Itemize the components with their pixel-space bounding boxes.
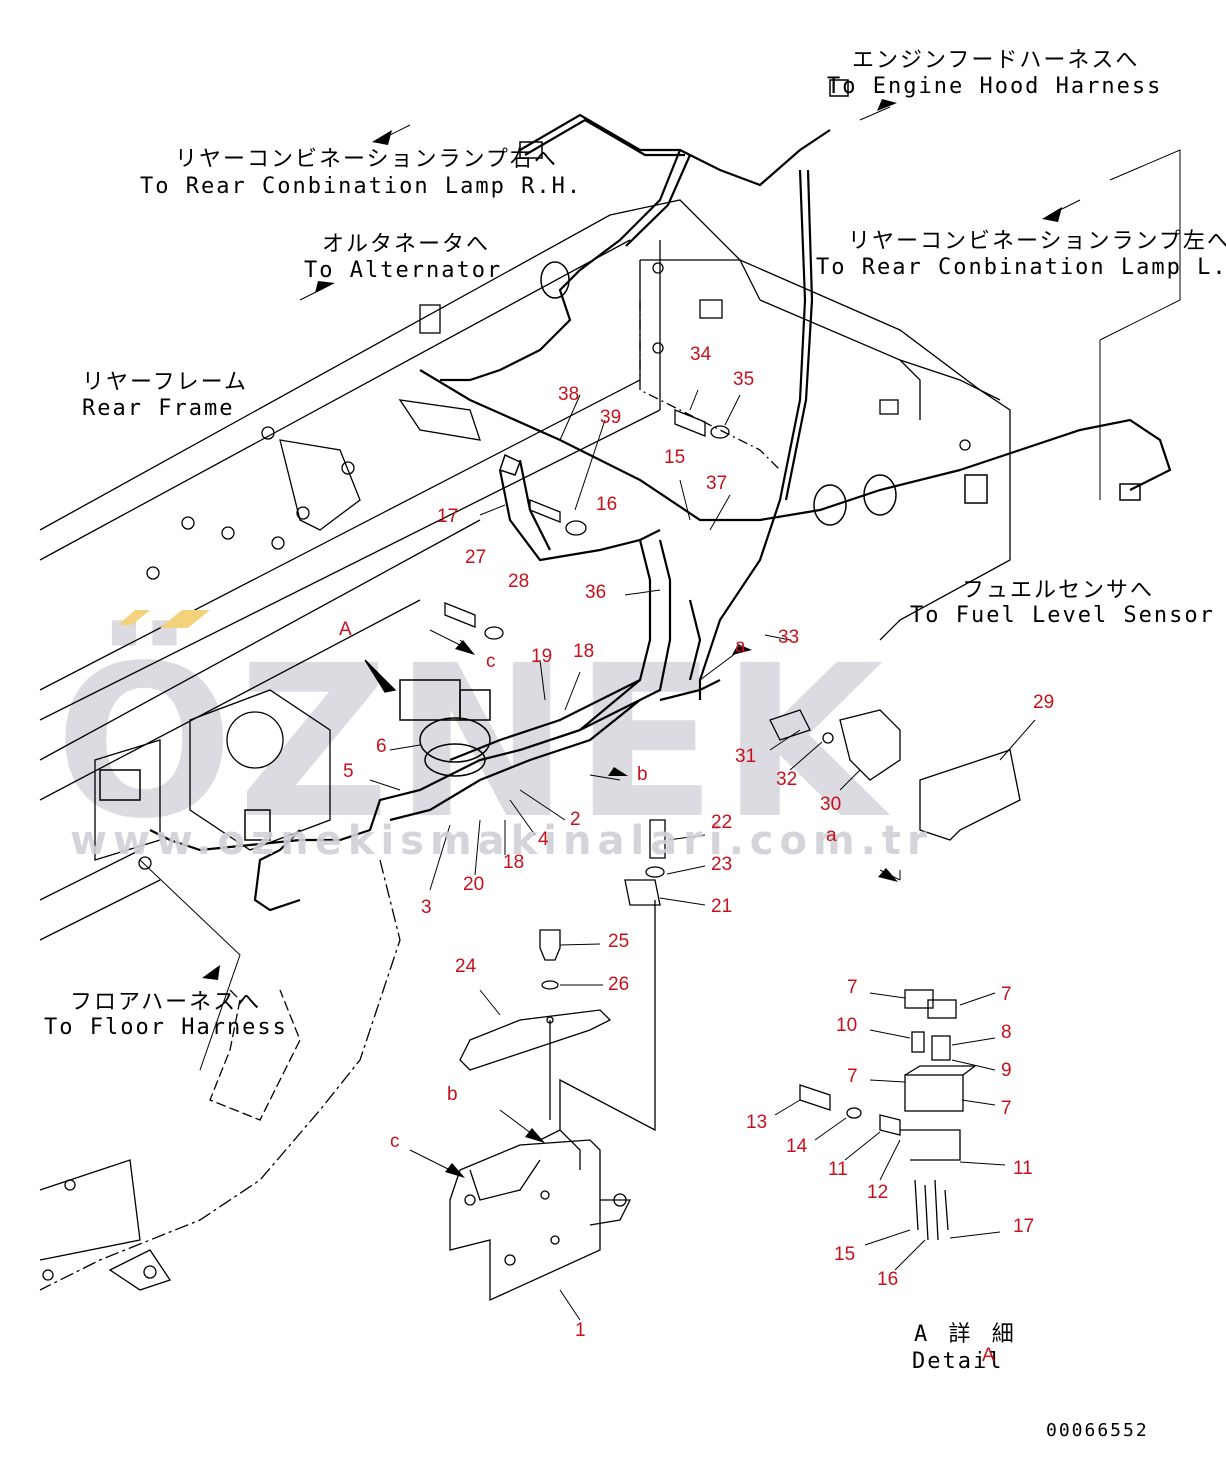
callout-number: 10 — [836, 1015, 858, 1036]
engine-block — [189, 689, 331, 851]
callout-number: 31 — [735, 746, 757, 767]
callout-number: 15 — [664, 447, 686, 468]
watermark-logo: ÖZNEK — [55, 620, 888, 865]
callout-number: 37 — [706, 473, 728, 494]
callout-number: 32 — [776, 769, 798, 790]
label-rear-lamp-rh-ja: リヤーコンビネーションランプ右へ — [175, 147, 558, 172]
drawing-code: 00066552 — [1046, 1420, 1149, 1441]
label-alternator-ja: オルタネータへ — [322, 232, 491, 257]
label-alternator-en: To Alternator — [304, 258, 503, 283]
callout-number: 33 — [778, 627, 800, 648]
label-detail-en: Detail — [912, 1349, 1004, 1374]
callout-number: 6 — [376, 736, 387, 757]
label-fuel-sensor-ja: フュエルセンサへ — [962, 578, 1155, 603]
callout-number: 27 — [465, 547, 487, 568]
callout-number: 14 — [786, 1136, 808, 1157]
harness-trunk — [519, 113, 831, 187]
view-letter: a — [826, 825, 837, 846]
callout-number: 11 — [828, 1159, 848, 1180]
callout-number: 7 — [1001, 984, 1012, 1005]
callout-number: 1 — [575, 1320, 586, 1341]
callout-number: 5 — [343, 761, 354, 782]
callout-number: 35 — [733, 369, 755, 390]
label-rear-lamp-lh-ja: リヤーコンビネーションランプ左へ — [848, 229, 1226, 254]
label-engine-hood-ja: エンジンフードハーネスへ — [852, 48, 1140, 73]
callout-number: 7 — [1001, 1098, 1012, 1119]
label-rear-frame-en: Rear Frame — [82, 396, 235, 421]
callout-number: 28 — [508, 571, 530, 592]
callout-number: 3 — [421, 897, 432, 918]
callout-number: 36 — [585, 582, 607, 603]
frame-beam-lower — [39, 379, 641, 691]
label-rear-frame-ja: リヤーフレーム — [82, 370, 249, 395]
view-letter: c — [486, 651, 496, 672]
rear-housing — [640, 259, 1011, 641]
view-letter: c — [390, 1131, 400, 1152]
callout-number: 30 — [820, 794, 842, 815]
callout-number: 13 — [746, 1112, 768, 1133]
callout-number: 34 — [690, 344, 712, 365]
watermark-url: www.oznekismakinalari.com.tr — [70, 818, 933, 864]
callout-number: 7 — [847, 977, 858, 998]
callout-number: 12 — [867, 1182, 889, 1203]
label-detail-mark: A — [982, 1345, 995, 1366]
callout-number: 18 — [503, 852, 525, 873]
label-rear-lamp-lh-en: To Rear Conbination Lamp L.H. — [816, 255, 1226, 280]
callout-number: 17 — [437, 506, 459, 527]
view-letter: b — [447, 1084, 458, 1105]
callout-number: 18 — [573, 641, 595, 662]
callout-number: 29 — [1033, 692, 1055, 713]
frame-beam-upper-2 — [39, 239, 631, 561]
fuel-sensor-bracket — [919, 749, 1021, 841]
callout-number: 38 — [558, 384, 580, 405]
callout-number: 7 — [847, 1066, 858, 1087]
mount-plate-1 — [449, 1139, 601, 1302]
callout-number: 17 — [1013, 1216, 1035, 1237]
callout-number: 16 — [877, 1269, 899, 1290]
callout-number: 39 — [600, 407, 622, 428]
callout-number: 4 — [538, 829, 549, 850]
view-letter: A — [339, 619, 352, 640]
callout-number: 22 — [711, 812, 733, 833]
callout-number: 19 — [531, 646, 553, 667]
label-floor-harness-ja: フロアハーネスへ — [70, 990, 262, 1015]
label-rear-lamp-rh-en: To Rear Conbination Lamp R.H. — [140, 174, 583, 199]
detail-a-group — [799, 989, 977, 1241]
callout-number: 21 — [711, 896, 733, 917]
label-fuel-sensor-en: To Fuel Level Sensor — [910, 603, 1215, 628]
label-detail-ja: A 詳 細 — [914, 1322, 1018, 1347]
callout-number: 9 — [1001, 1060, 1012, 1081]
view-letter: b — [637, 764, 648, 785]
view-letter: a — [735, 636, 746, 657]
callout-number: 11 — [1013, 1158, 1033, 1179]
label-engine-hood-en: To Engine Hood Harness — [827, 74, 1163, 99]
callout-number: 24 — [455, 956, 477, 977]
callout-number: 16 — [596, 494, 618, 515]
callout-number: 26 — [608, 974, 630, 995]
callout-number: 23 — [711, 854, 733, 875]
callout-number: 25 — [608, 931, 630, 952]
plate-24 — [459, 1009, 612, 1071]
callout-number: 15 — [834, 1244, 856, 1265]
callout-number: 8 — [1001, 1022, 1012, 1043]
frame-beam-lower-2 — [39, 409, 661, 721]
callout-number: 20 — [463, 874, 485, 895]
label-floor-harness-en: To Floor Harness — [44, 1015, 288, 1040]
callout-number: 2 — [570, 809, 581, 830]
